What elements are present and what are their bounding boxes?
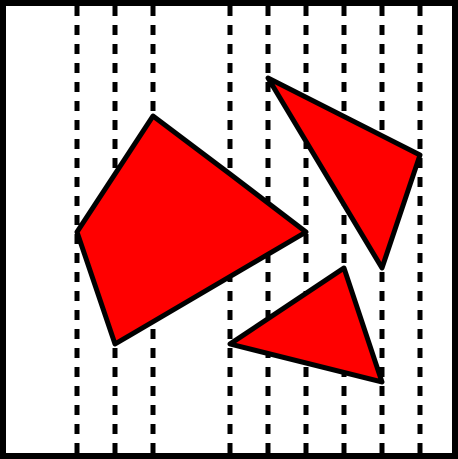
- shapes-layer: [74, 75, 423, 385]
- lower-triangle-shape: [227, 265, 385, 385]
- pentagon-shape: [74, 113, 309, 347]
- upper-right-triangle-shape: [265, 75, 423, 271]
